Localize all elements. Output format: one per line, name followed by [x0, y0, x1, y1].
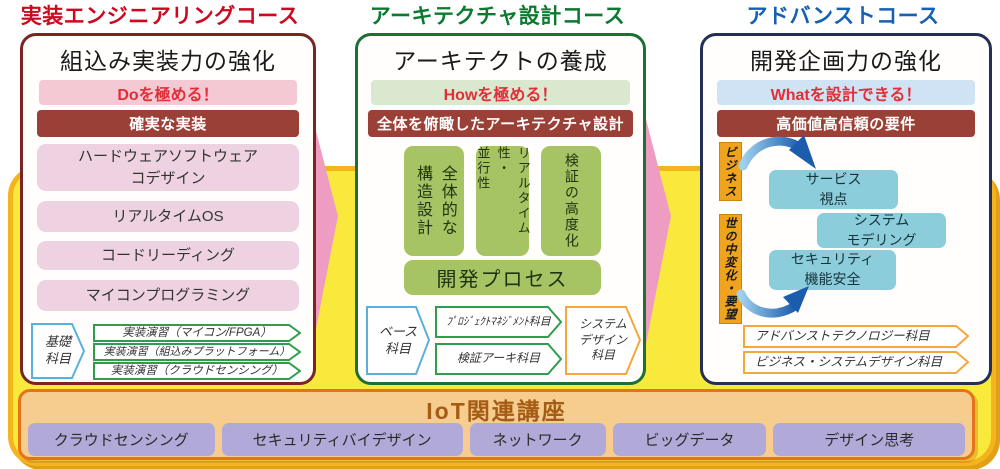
implementation-course-panel: 組込み実装力の強化 Doを極める！ 確実な実装 ハードウェアソフトウェア コデザ…: [20, 33, 316, 385]
subject-arrow: 検証アーキ科目: [435, 343, 562, 375]
arrow-shape-icon: [743, 351, 969, 374]
arrow-shape-icon: [743, 325, 969, 348]
topic-box: サービス 視点: [769, 170, 898, 209]
pentagon-shape-icon: [565, 306, 641, 375]
iot-course-row: クラウドセンシング セキュリティバイデザイン ネットワーク ビッグデータ デザイ…: [28, 423, 965, 456]
market-change-label: 世の中変化・要望: [719, 214, 742, 324]
course-title-advanced: アドバンストコース: [746, 5, 940, 28]
base-category-pentagon: 基礎 科目: [31, 323, 85, 379]
curved-arrow-icon: [736, 289, 800, 318]
panel-headline: 組込み実装力の強化: [60, 48, 276, 74]
iot-item: クラウドセンシング: [28, 423, 215, 456]
arrow-shape-icon: [93, 343, 301, 361]
subject-label: ﾌﾟﾛｼﾞｪｸﾄﾏﾈｼﾞﾒﾝﾄ科目: [446, 315, 551, 328]
topic-box: マイコンプログラミング: [37, 280, 299, 311]
pentagon-shape-icon: [366, 306, 430, 375]
pillar-box: 検証の高度化: [541, 146, 601, 256]
subject-label: 実装演習（クラウドセンシング）: [110, 364, 284, 377]
slogan-banner: Doを極める！: [39, 80, 297, 105]
curved-arrow-icon: [738, 136, 806, 171]
topic-box: ハードウェアソフトウェア コデザイン: [37, 144, 299, 191]
iot-item: ビッグデータ: [612, 423, 767, 456]
theme-banner: 確実な実装: [37, 110, 299, 137]
process-box: 開発プロセス: [404, 260, 601, 295]
subject-arrow: 実装演習（マイコン/FPGA）: [93, 324, 301, 342]
pillar-box: リアルタイム性・ 並行性: [475, 146, 531, 256]
iot-title: IoT関連講座: [426, 398, 567, 424]
business-label: ビジネス: [719, 142, 742, 201]
curved-arrow-head-icon: [783, 286, 809, 313]
iot-panel: IoT関連講座 クラウドセンシング セキュリティバイデザイン ネットワーク ビッ…: [18, 389, 975, 460]
base-category-label: 基礎 科目: [44, 334, 71, 366]
iot-item: セキュリティバイデザイン: [221, 423, 463, 456]
advanced-course-panel: 開発企画力の強化 Whatを設計できる！ 高価値高信頼の要件 ビジネス 世の中変…: [700, 33, 992, 385]
pillar-box: 全体的な 構造設計: [404, 146, 464, 256]
subject-label: アドバンストテクノロジー科目: [755, 329, 930, 344]
subject-arrow: ビジネス・システムデザイン科目: [743, 351, 969, 374]
panel-headline: アーキテクトの養成: [393, 48, 608, 74]
arrow-shape-icon: [93, 362, 301, 380]
system-design-label: システム デザイン 科目: [578, 317, 627, 363]
subject-arrow: 実装演習（組込みプラットフォーム）: [93, 343, 301, 361]
subject-label: ビジネス・システムデザイン科目: [755, 355, 943, 370]
topic-box: セキュリティ 機能安全: [769, 250, 896, 290]
topic-box: コードリーディング: [37, 241, 299, 270]
subject-label: 実装演習（マイコン/FPGA）: [122, 326, 272, 339]
subject-arrow: アドバンストテクノロジー科目: [743, 325, 969, 348]
arrow-shape-icon: [435, 306, 562, 338]
slogan-banner: Whatを設計できる！: [717, 80, 975, 105]
slogan-banner: Howを極める！: [371, 80, 630, 105]
course-title-architecture: アーキテクチャ設計コース: [369, 5, 626, 28]
theme-banner: 全体を俯瞰したアーキテクチャ設計: [368, 110, 633, 137]
base-category-pentagon: ベース 科目: [366, 306, 430, 375]
base-category-label: ベース 科目: [378, 323, 418, 356]
curved-arrow-head-icon: [789, 135, 816, 169]
topic-box: リアルタイムOS: [37, 201, 299, 232]
architecture-course-panel: アーキテクトの養成 Howを極める！ 全体を俯瞰したアーキテクチャ設計 全体的な…: [355, 33, 646, 385]
subject-label: 検証アーキ科目: [456, 351, 541, 366]
system-design-pentagon: システム デザイン 科目: [565, 306, 641, 375]
iot-item: デザイン思考: [773, 423, 965, 456]
topic-box: システム モデリング: [817, 212, 946, 248]
subject-label: 実装演習（組込みプラットフォーム）: [103, 345, 291, 358]
course-title-implementation: 実装エンジニアリングコース: [20, 5, 300, 28]
arrow-shape-icon: [435, 343, 562, 375]
theme-banner: 高価値高信頼の要件: [717, 110, 975, 137]
panel-headline: 開発企画力の強化: [750, 48, 942, 74]
iot-item: ネットワーク: [469, 423, 606, 456]
subject-arrow: ﾌﾟﾛｼﾞｪｸﾄﾏﾈｼﾞﾒﾝﾄ科目: [435, 306, 562, 338]
subject-arrow: 実装演習（クラウドセンシング）: [93, 362, 301, 380]
pentagon-shape-icon: [31, 323, 85, 379]
arrow-shape-icon: [93, 324, 301, 342]
